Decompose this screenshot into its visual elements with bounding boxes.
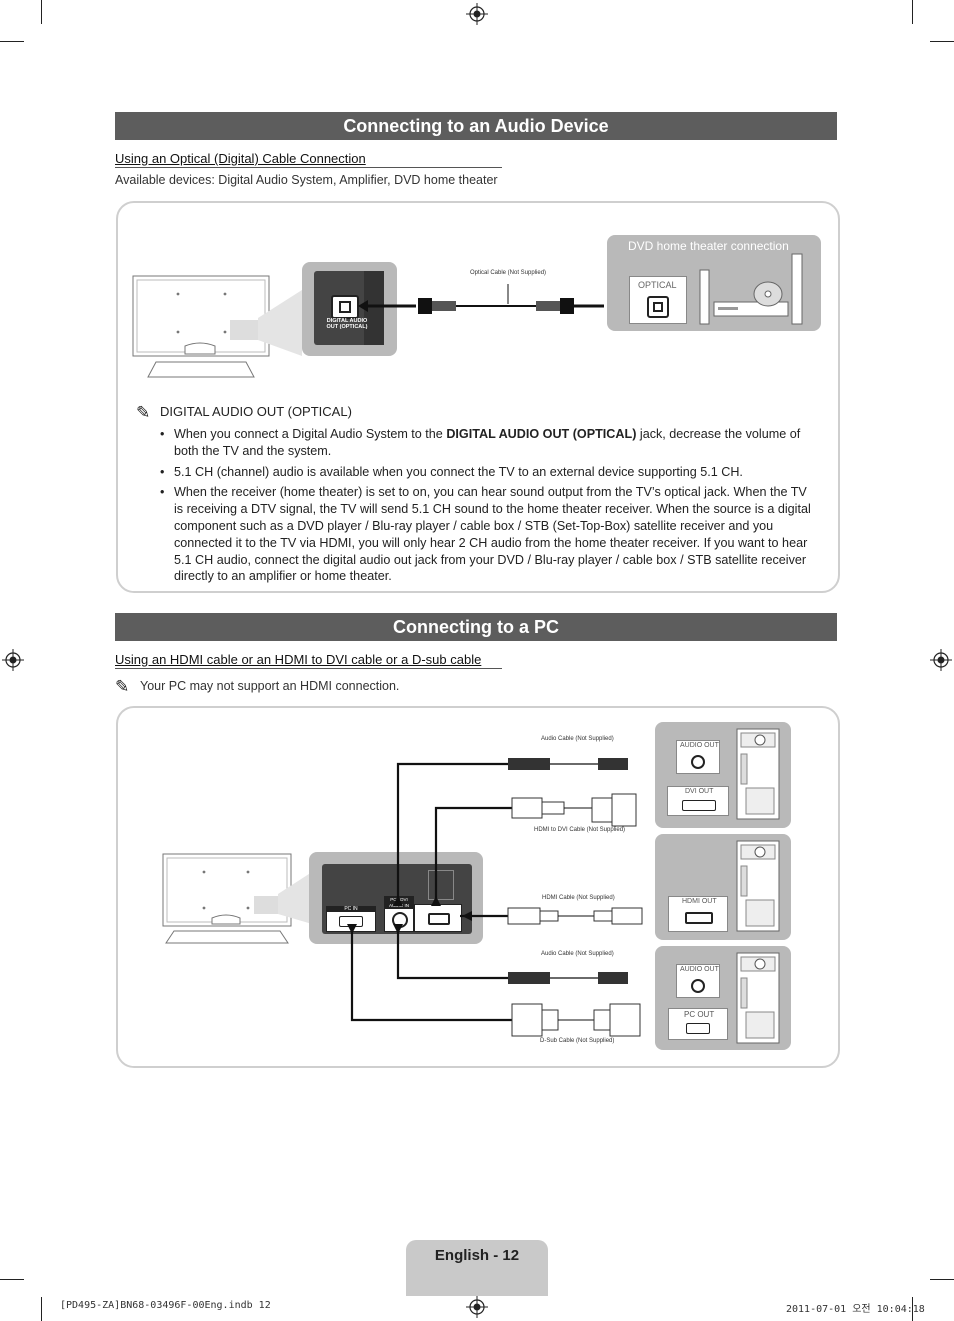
note-pencil-icon: ✎ <box>115 677 130 696</box>
crop-mark <box>912 0 913 24</box>
subheading-rule <box>115 668 502 669</box>
list-item: When the receiver (home theater) is set … <box>160 484 818 585</box>
crop-mark <box>41 0 42 24</box>
audio-out-label: AUDIO OUT <box>680 966 719 973</box>
registration-mark-icon <box>930 649 952 671</box>
audio-out-label: AUDIO OUT <box>680 742 719 749</box>
zoom-callout-shape <box>258 290 302 356</box>
optical-port-label: OPTICAL <box>638 280 677 290</box>
dvi-out-label: DVI OUT <box>685 788 714 795</box>
crop-mark <box>0 1279 24 1280</box>
audio-out-port-1: AUDIO OUT <box>676 740 720 774</box>
zoom-callout-shape <box>278 872 312 924</box>
list-item: 5.1 CH (channel) audio is available when… <box>160 464 818 481</box>
list-item: When you connect a Digital Audio System … <box>160 426 818 460</box>
hdmi-out-label: HDMI OUT <box>682 898 717 905</box>
subheading-optical: Using an Optical (Digital) Cable Connect… <box>115 151 366 166</box>
subheading-pc: Using an HDMI cable or an HDMI to DVI ca… <box>115 652 482 667</box>
pc-out-port: PC OUT <box>668 1008 728 1040</box>
crop-mark <box>912 1297 913 1321</box>
tv-port-panel-edge <box>364 271 384 345</box>
note-heading: DIGITAL AUDIO OUT (OPTICAL) <box>160 404 352 419</box>
registration-mark-icon <box>2 649 24 671</box>
pc-note: Your PC may not support an HDMI connecti… <box>140 679 400 693</box>
pc-connection-diagram <box>347 758 643 1037</box>
tv-back-illustration <box>132 275 270 378</box>
registration-mark-icon <box>466 3 488 25</box>
section-title-pc: Connecting to a PC <box>115 613 837 641</box>
dvd-box-title: DVD home theater connection <box>628 239 789 253</box>
optical-port-panel: OPTICAL <box>629 276 687 324</box>
audio-out-port-2: AUDIO OUT <box>676 964 720 998</box>
optical-jack-icon <box>647 296 669 318</box>
registration-mark-icon <box>466 1296 488 1318</box>
subheading-rule <box>115 167 502 168</box>
pc-tower-icon <box>736 952 780 1044</box>
tv-optical-port-label: DIGITAL AUDIO OUT (OPTICAL) <box>326 318 368 330</box>
cable-label-hdmi: HDMI Cable (Not Supplied) <box>542 895 615 901</box>
crop-mark <box>41 1297 42 1321</box>
crop-mark <box>0 41 24 42</box>
pc-out-label: PC OUT <box>684 1010 715 1019</box>
crop-mark <box>930 41 954 42</box>
section-title-audio: Connecting to an Audio Device <box>115 112 837 140</box>
audio-bullet-list: When you connect a Digital Audio System … <box>160 426 818 589</box>
hdmi-in-port-upper <box>428 870 454 900</box>
hdmi-out-port: HDMI OUT <box>668 896 728 932</box>
crop-mark <box>930 1279 954 1280</box>
cable-label-audio-bottom: Audio Cable (Not Supplied) <box>541 951 614 957</box>
dvi-out-port: DVI OUT <box>667 786 729 816</box>
pc-in-label: PC IN <box>327 906 375 912</box>
optical-jack-icon <box>331 295 359 319</box>
available-devices: Available devices: Digital Audio System,… <box>115 173 498 187</box>
print-slug-left: [PD495-ZA]BN68-03496F-00Eng.indb 12 <box>60 1300 271 1311</box>
cable-label-dsub: D-Sub Cable (Not Supplied) <box>540 1038 615 1044</box>
home-theater-icon <box>699 253 803 325</box>
page-number-tab: English - 12 <box>406 1240 548 1296</box>
pc-tower-icon <box>736 840 780 932</box>
cable-label-hdmi-dvi: HDMI to DVI Cable (Not Supplied) <box>534 827 626 833</box>
note-pencil-icon: ✎ <box>136 403 151 422</box>
tv-back-illustration <box>162 853 292 944</box>
print-slug-right: 2011-07-01 오전 10:04:18 <box>786 1304 925 1315</box>
optical-cable-label: Optical Cable (Not Supplied) <box>470 270 547 276</box>
pc-tower-icon <box>736 728 780 820</box>
cable-label-audio-top: Audio Cable (Not Supplied) <box>541 736 614 742</box>
optical-cable-illustration <box>358 284 604 314</box>
